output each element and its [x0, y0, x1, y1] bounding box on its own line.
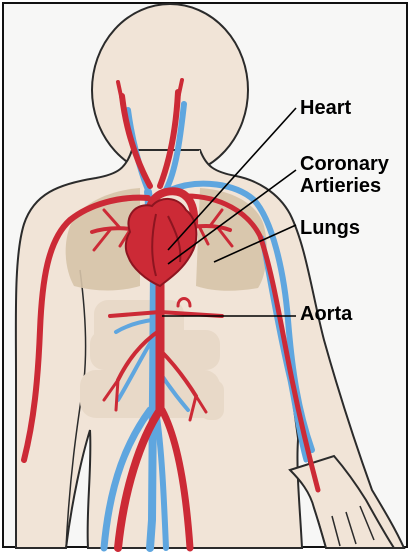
aorta-label: Aorta	[300, 303, 353, 325]
coronary-label-line1: Coronary	[300, 153, 390, 175]
coronary-label-line2: Artieries	[300, 175, 381, 197]
intestine-block	[200, 380, 224, 420]
lungs-label: Lungs	[300, 217, 360, 239]
heart-label: Heart	[300, 97, 351, 119]
